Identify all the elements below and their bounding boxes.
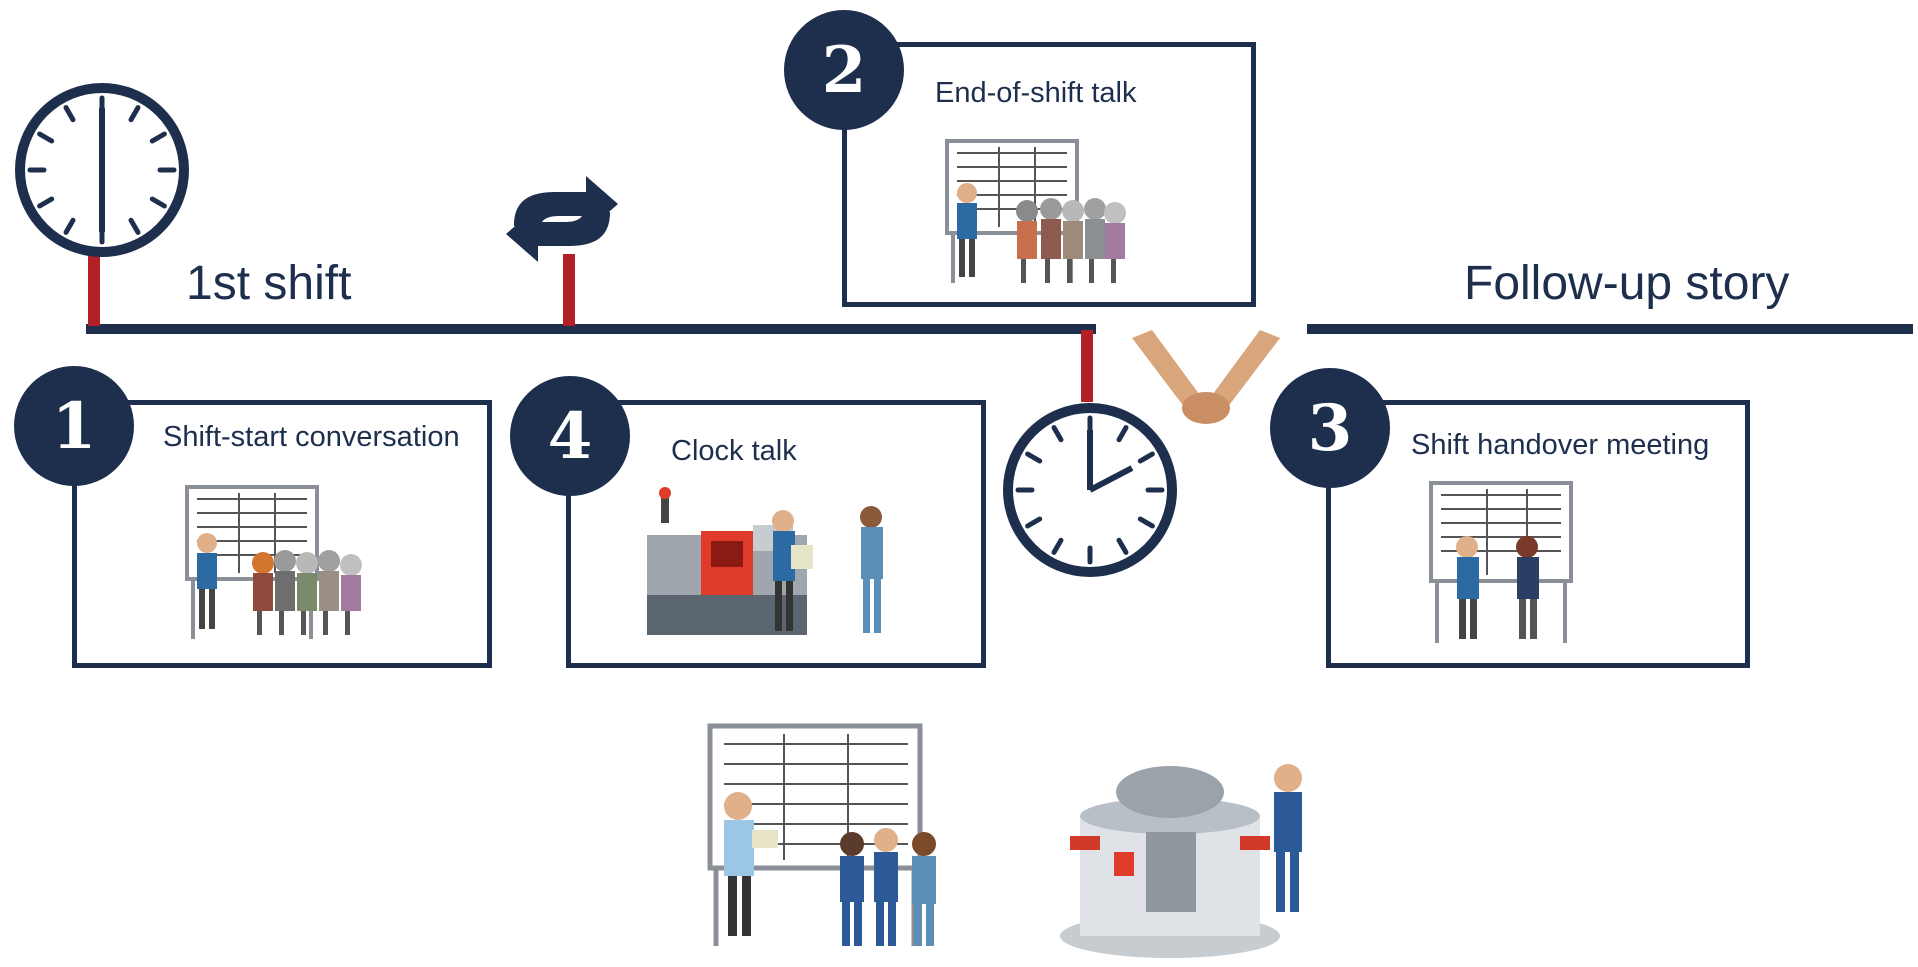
machine-operators-illustration bbox=[647, 487, 883, 635]
first-shift-label: 1st shift bbox=[186, 257, 352, 310]
follow-up-story-label: Follow-up story bbox=[1464, 257, 1790, 310]
whiteboard-handover-illustration bbox=[1429, 481, 1573, 643]
main-timeline bbox=[86, 324, 1096, 334]
step-badge-3: 3 bbox=[1270, 368, 1390, 488]
step-card-3: Shift handover meeting bbox=[1326, 400, 1750, 668]
step-title-3: Shift handover meeting bbox=[1411, 429, 1710, 461]
step-title-2: End-of-shift talk bbox=[935, 77, 1137, 109]
step-card-2: End-of-shift talk bbox=[842, 42, 1256, 307]
step-badge-1: 1 bbox=[14, 366, 134, 486]
timeline-tick-end bbox=[1081, 330, 1093, 402]
step-title-4: Clock talk bbox=[671, 435, 797, 467]
step-card-1: Shift-start conversation bbox=[72, 400, 492, 668]
clock-two-oclock-icon bbox=[1003, 403, 1177, 577]
handshake-icon bbox=[1132, 330, 1280, 424]
step-badge-4: 4 bbox=[510, 376, 630, 496]
whiteboard-team-illustration bbox=[185, 485, 362, 639]
timeline-tick-start bbox=[88, 254, 100, 326]
step-title-1: Shift-start conversation bbox=[163, 421, 460, 453]
repeat-cycle-icon bbox=[506, 176, 618, 262]
reactor-operator-illustration bbox=[1060, 764, 1302, 958]
timeline-tick-repeat bbox=[563, 254, 575, 326]
whiteboard-team-illustration bbox=[945, 139, 1126, 283]
step-card-4: Clock talk bbox=[566, 400, 986, 668]
step-badge-2: 2 bbox=[784, 10, 904, 130]
whiteboard-briefing-illustration bbox=[707, 723, 936, 946]
clock-six-oclock-icon bbox=[15, 83, 189, 257]
follow-up-timeline bbox=[1307, 324, 1913, 334]
